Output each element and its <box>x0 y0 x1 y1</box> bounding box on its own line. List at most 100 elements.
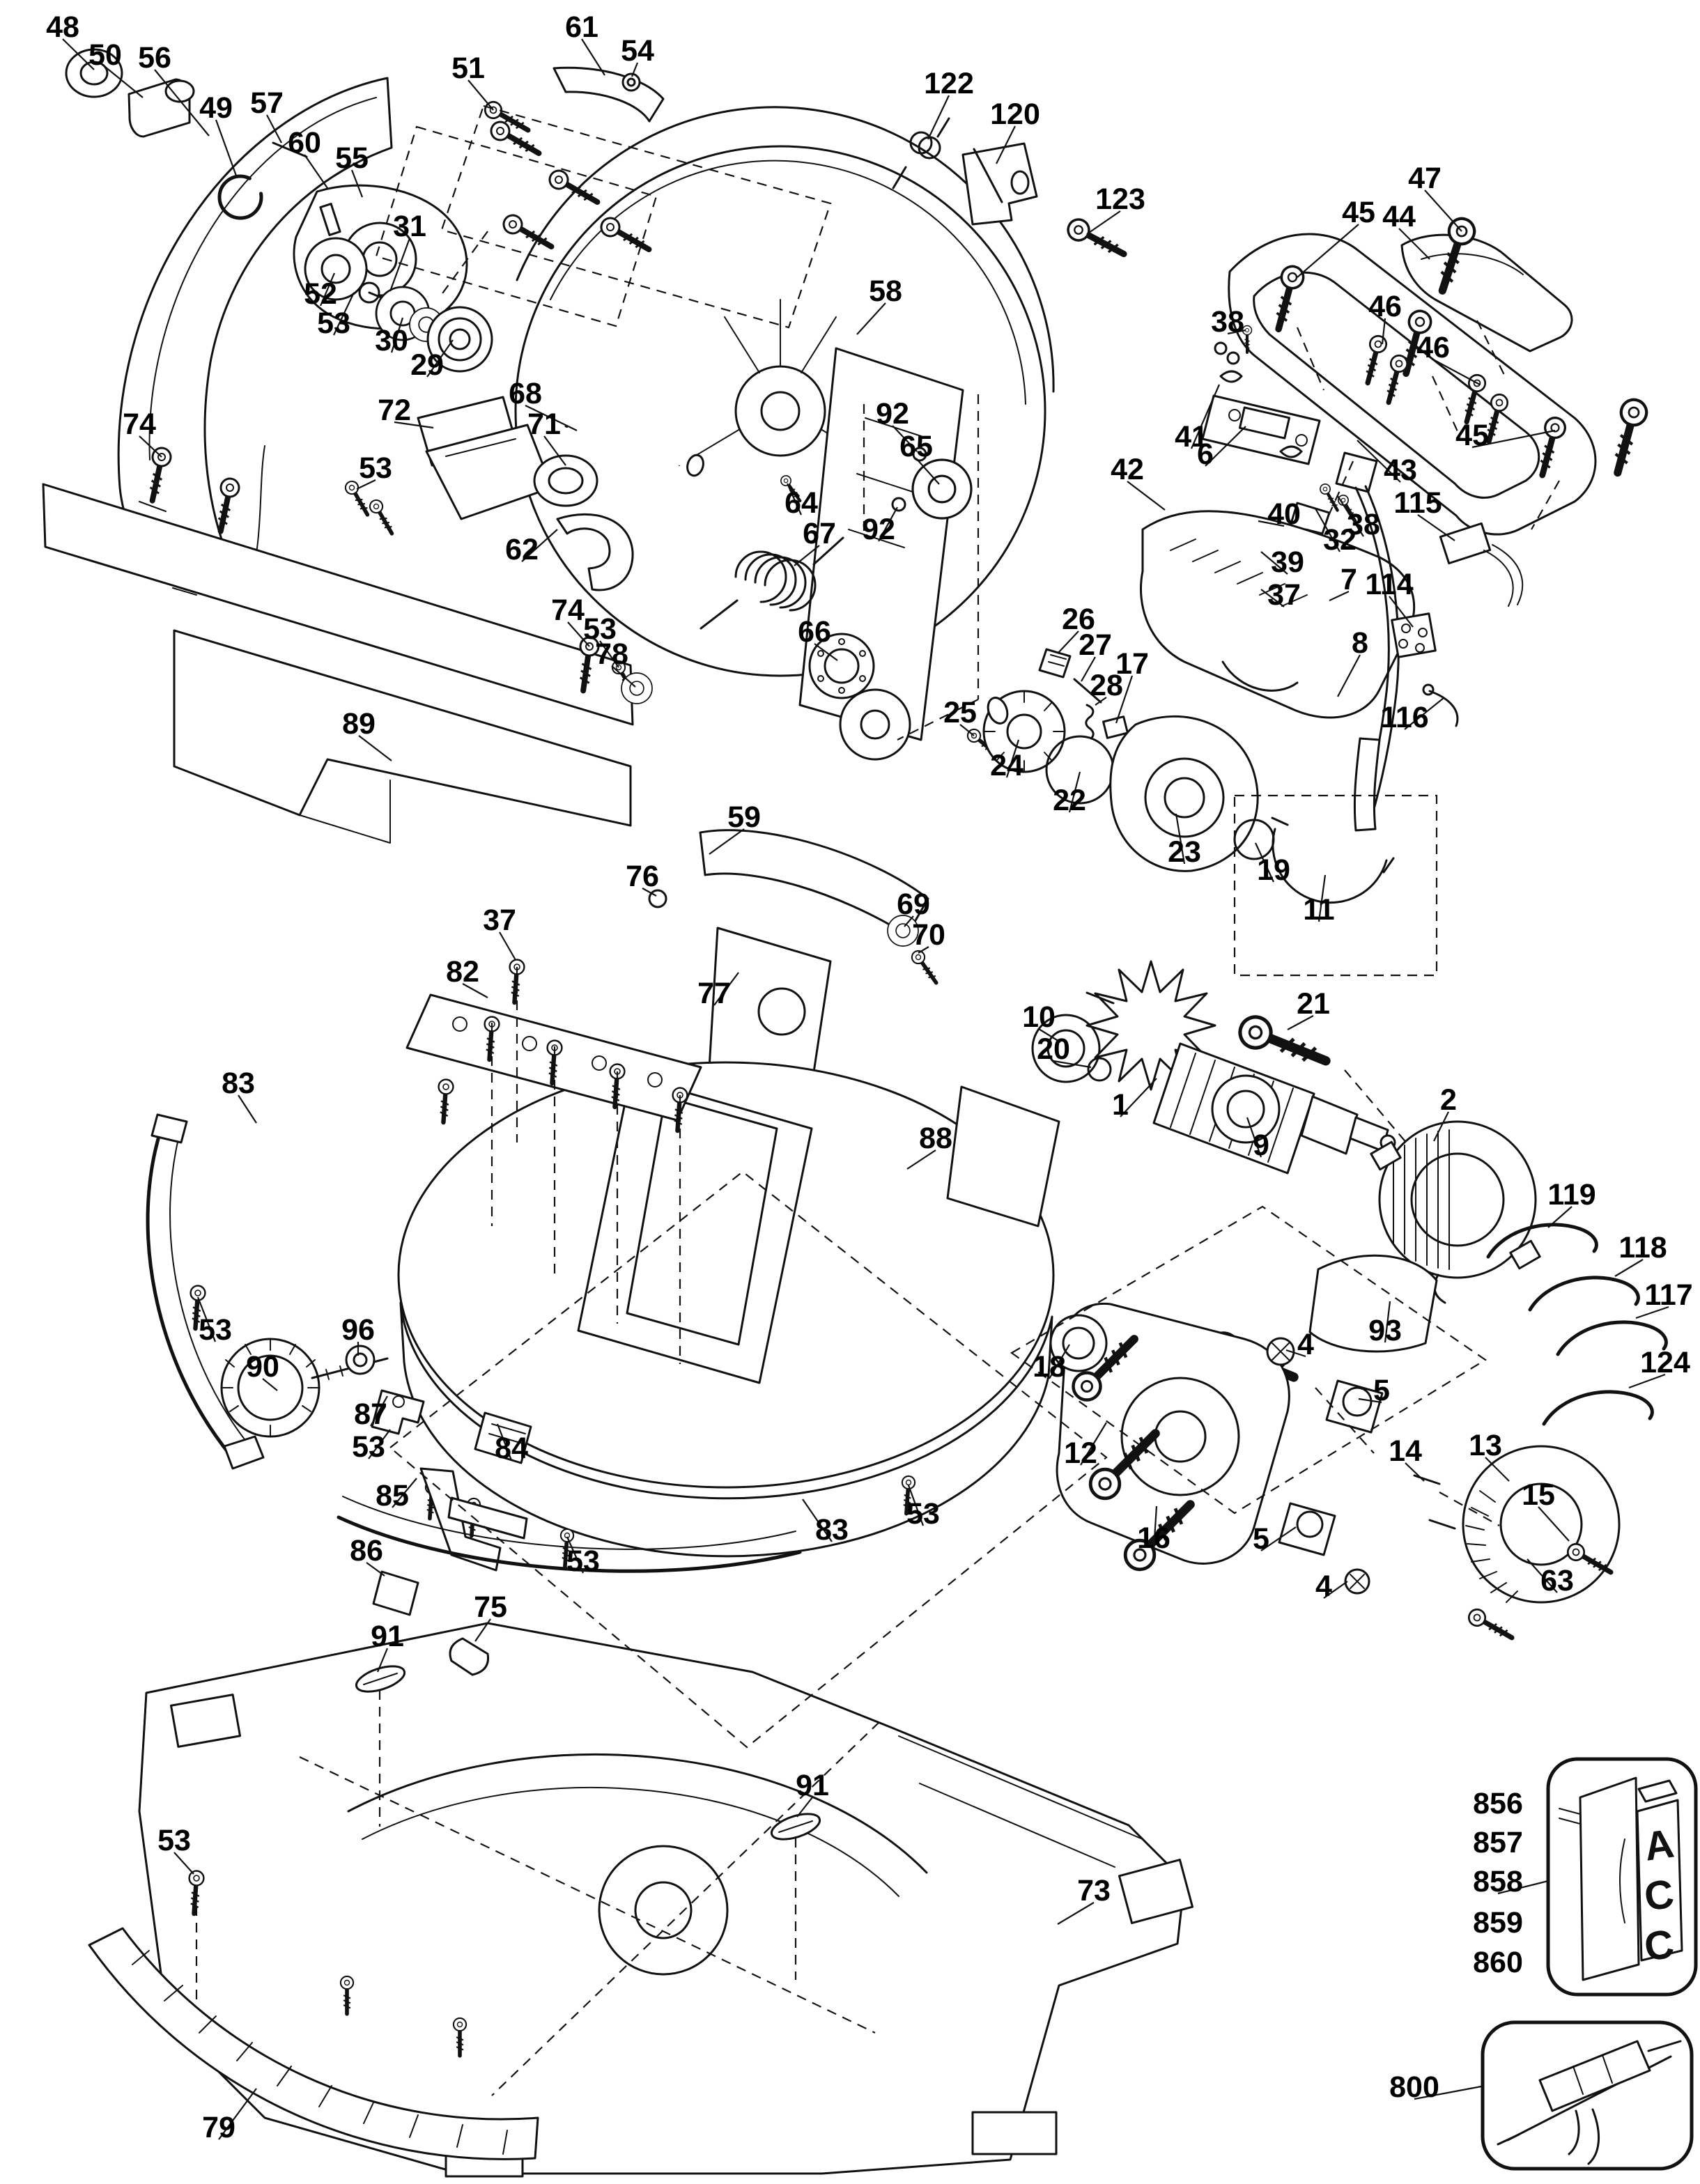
callout-9: 9 <box>1253 1129 1269 1162</box>
callout-55: 55 <box>335 141 369 175</box>
leader-27-60 <box>1081 656 1096 682</box>
callout-40: 40 <box>1267 497 1301 531</box>
leader-12-89 <box>1080 1422 1107 1466</box>
leader-22-58 <box>1068 771 1081 813</box>
callout-45: 45 <box>1455 419 1489 452</box>
callout-5: 5 <box>1253 1522 1269 1556</box>
callout-858: 858 <box>1473 1865 1523 1898</box>
callout-15: 15 <box>1522 1478 1555 1512</box>
callout-leader-lines <box>62 38 1669 2140</box>
callout-19: 19 <box>1257 853 1290 887</box>
leader-86-104 <box>366 1562 385 1577</box>
callout-50: 50 <box>88 38 122 72</box>
cable-and-electrics <box>1353 485 1524 832</box>
leader-53-105 <box>566 1536 585 1574</box>
leader-44-21 <box>1398 228 1430 260</box>
callout-32: 32 <box>1323 523 1357 557</box>
callout-37: 37 <box>483 904 516 937</box>
callout-20: 20 <box>1037 1032 1070 1066</box>
leader-56-2 <box>154 69 210 137</box>
callout-91: 91 <box>796 1769 829 1802</box>
leader-46-23 <box>1432 359 1481 385</box>
leader-2-78 <box>1433 1111 1449 1142</box>
callout-12: 12 <box>1064 1436 1097 1470</box>
leader-60-5 <box>304 154 328 189</box>
callout-13: 13 <box>1469 1429 1502 1462</box>
leader-83-83 <box>238 1094 257 1124</box>
leader-800-119 <box>1414 2085 1482 2100</box>
callout-58: 58 <box>869 274 902 308</box>
callout-90: 90 <box>246 1350 279 1384</box>
callout-45: 45 <box>1342 196 1375 229</box>
leader-51-7 <box>468 79 494 111</box>
leader-72-40 <box>394 421 434 429</box>
leader-16-90 <box>1152 1505 1158 1551</box>
leader-53-107 <box>907 1485 925 1526</box>
callout-22: 22 <box>1053 784 1086 817</box>
callout-69: 69 <box>897 888 930 921</box>
leader-31-13 <box>389 238 411 292</box>
callout-124: 124 <box>1640 1346 1690 1379</box>
gear-case-cluster <box>965 648 1395 904</box>
callout-87: 87 <box>354 1397 387 1431</box>
leader-30-16 <box>390 317 404 353</box>
acc-letter-C-1: C <box>1641 1871 1677 1920</box>
leader-53-42 <box>356 479 376 490</box>
leader-53-110 <box>173 1852 194 1875</box>
leader-38-29 <box>1337 495 1364 537</box>
callout-63: 63 <box>1540 1564 1574 1597</box>
callout-42: 42 <box>1111 453 1144 486</box>
leader-118-80 <box>1614 1259 1644 1277</box>
callout-46: 46 <box>1368 290 1402 323</box>
leader-18-86 <box>1049 1344 1070 1379</box>
leader-48-0 <box>62 38 95 70</box>
callout-61: 61 <box>565 10 598 44</box>
callout-59: 59 <box>727 800 761 834</box>
callout-28: 28 <box>1090 669 1123 702</box>
callout-859: 859 <box>1473 1906 1523 1939</box>
leader-67-50 <box>794 545 820 566</box>
leader-71-44 <box>543 435 566 466</box>
callout-93: 93 <box>1368 1314 1402 1347</box>
callout-89: 89 <box>342 707 376 741</box>
leader-70-72 <box>918 946 929 954</box>
handle-assembly <box>1201 215 1649 612</box>
callout-46: 46 <box>1416 331 1450 364</box>
dust-chute <box>343 396 634 591</box>
leader-7-36 <box>1329 591 1350 601</box>
callout-30: 30 <box>375 324 408 357</box>
leader-50-1 <box>105 66 144 98</box>
callout-2: 2 <box>1440 1083 1457 1117</box>
leader-74-53 <box>567 621 590 647</box>
leader-15-95 <box>1538 1506 1570 1542</box>
callout-23: 23 <box>1168 835 1201 869</box>
callout-120: 120 <box>990 98 1040 131</box>
leader-124-82 <box>1628 1373 1666 1389</box>
callout-856: 856 <box>1473 1787 1523 1820</box>
leader-11-65 <box>1318 874 1327 922</box>
leader-78-55 <box>611 665 636 688</box>
callout-53: 53 <box>566 1544 600 1578</box>
leader-57-4 <box>266 114 282 144</box>
leader-49-3 <box>215 119 238 178</box>
leader-75-109 <box>474 1618 491 1642</box>
leader-91-112 <box>796 1797 813 1818</box>
leader-74-41 <box>139 435 162 458</box>
callout-43: 43 <box>1384 454 1417 487</box>
leader-122-10 <box>927 95 950 140</box>
leader-91-108 <box>376 1648 389 1673</box>
leader-5-88 <box>1358 1397 1382 1404</box>
callout-17: 17 <box>1115 647 1149 681</box>
callout-857: 857 <box>1473 1826 1523 1859</box>
callout-73: 73 <box>1077 1874 1111 1907</box>
callout-5: 5 <box>1373 1374 1390 1407</box>
leader-92-47 <box>892 425 918 452</box>
leader-76-67 <box>642 888 657 897</box>
callout-88: 88 <box>919 1122 952 1155</box>
callout-75: 75 <box>474 1590 507 1624</box>
callout-14: 14 <box>1389 1434 1422 1468</box>
leader-41-25 <box>1190 384 1221 449</box>
wire-hooks <box>1486 1223 1668 1426</box>
callout-66: 66 <box>798 615 831 649</box>
callout-71: 71 <box>527 408 561 441</box>
